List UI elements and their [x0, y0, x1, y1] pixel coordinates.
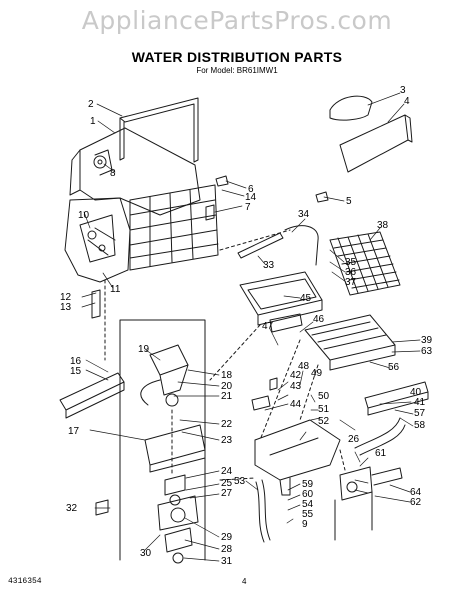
- callout-53: 53: [234, 476, 246, 487]
- callout-54: 54: [302, 499, 314, 510]
- callout-46: 46: [313, 314, 325, 325]
- callout-44: 44: [290, 399, 302, 410]
- callout-38: 38: [377, 220, 389, 231]
- callout-62: 62: [410, 497, 422, 508]
- callout-37: 37: [345, 277, 357, 288]
- callout-58: 58: [414, 420, 426, 431]
- callout-14: 14: [245, 192, 257, 203]
- callout-41: 41: [414, 397, 426, 408]
- callout-31: 31: [221, 556, 233, 567]
- callout-59: 59: [302, 479, 314, 490]
- callout-7: 7: [245, 202, 251, 213]
- ice-tray: [239, 271, 323, 333]
- callout-63: 63: [421, 346, 433, 357]
- gasket-frame: [119, 97, 199, 163]
- callout-21: 21: [221, 391, 233, 402]
- screws-group-b: [251, 377, 278, 411]
- callout-28: 28: [221, 544, 233, 555]
- callout-27: 27: [221, 488, 233, 499]
- fill-tube: [237, 225, 319, 266]
- callout-43: 43: [290, 381, 302, 392]
- callout-55: 55: [302, 509, 314, 520]
- lower-housing: [64, 197, 131, 283]
- callout-49: 49: [311, 368, 323, 379]
- pump-stack: [157, 474, 199, 564]
- doc-number: 4316354: [8, 577, 42, 586]
- screw-32: [95, 499, 109, 516]
- callout-20: 20: [221, 381, 233, 392]
- upper-housing: [69, 127, 201, 216]
- callout-8: 8: [110, 168, 116, 179]
- callout-10: 10: [78, 210, 90, 221]
- callout-45: 45: [300, 293, 312, 304]
- callout-9: 9: [302, 519, 308, 530]
- callout-16: 16: [70, 356, 82, 367]
- callout-33: 33: [263, 260, 275, 271]
- callout-48: 48: [298, 361, 310, 372]
- callout-labels: 2 1 3 4 8 6 14 7 5 10 34 38 33 35 36 37 …: [60, 85, 433, 567]
- callout-12: 12: [60, 292, 72, 303]
- callout-34: 34: [298, 209, 310, 220]
- grid-base: [129, 184, 219, 271]
- callout-25: 25: [221, 478, 233, 489]
- callout-15: 15: [70, 366, 82, 377]
- routing-lines: [104, 229, 346, 481]
- callout-3: 3: [400, 85, 406, 96]
- diagram-title: WATER DISTRIBUTION PARTS: [131, 49, 343, 65]
- callout-42: 42: [290, 370, 302, 381]
- callout-60: 60: [302, 489, 314, 500]
- callout-1: 1: [90, 116, 96, 127]
- heater-assembly: [304, 314, 396, 371]
- callout-47: 47: [262, 321, 274, 332]
- callout-22: 22: [221, 419, 233, 430]
- leader-lines: [81, 92, 421, 562]
- callout-5: 5: [346, 196, 352, 207]
- callout-32: 32: [66, 503, 78, 514]
- callout-4: 4: [404, 96, 410, 107]
- drain-tube: [255, 479, 271, 543]
- callout-23: 23: [221, 435, 233, 446]
- callout-36: 36: [345, 267, 357, 278]
- mount-bracket: [144, 424, 206, 473]
- reservoir: [254, 419, 341, 496]
- callout-40: 40: [410, 387, 422, 398]
- callout-52: 52: [318, 416, 330, 427]
- callout-13: 13: [60, 302, 72, 313]
- callout-57: 57: [414, 408, 426, 419]
- callout-26: 26: [348, 434, 360, 445]
- callout-19: 19: [138, 344, 150, 355]
- callout-24: 24: [221, 466, 233, 477]
- water-hose: [354, 417, 406, 456]
- callout-56: 56: [388, 362, 400, 373]
- callout-11: 11: [110, 284, 121, 295]
- callout-2: 2: [88, 99, 94, 110]
- callout-29: 29: [221, 532, 233, 543]
- diagram-subtitle: For Model: BR61IMW1: [196, 66, 278, 75]
- bracket-left: [59, 372, 125, 419]
- screws-group-a: [205, 175, 329, 221]
- inlet-valve: [334, 466, 403, 541]
- water-valve: [119, 319, 206, 561]
- callout-39: 39: [421, 335, 433, 346]
- ice-cover: [329, 95, 413, 173]
- bracket-right: [364, 381, 429, 416]
- plug-part: [91, 289, 101, 319]
- callout-6: 6: [248, 184, 254, 195]
- heater-grid: [329, 231, 401, 296]
- callout-30: 30: [140, 548, 152, 559]
- callout-17: 17: [68, 426, 80, 437]
- watermark: AppliancePartsPros.com: [81, 6, 393, 35]
- callout-35: 35: [345, 257, 357, 268]
- callout-18: 18: [221, 370, 233, 381]
- callout-61: 61: [375, 448, 387, 459]
- callout-50: 50: [318, 391, 330, 402]
- callout-51: 51: [318, 404, 330, 415]
- page-number: 4: [242, 577, 247, 586]
- callout-64: 64: [410, 487, 422, 498]
